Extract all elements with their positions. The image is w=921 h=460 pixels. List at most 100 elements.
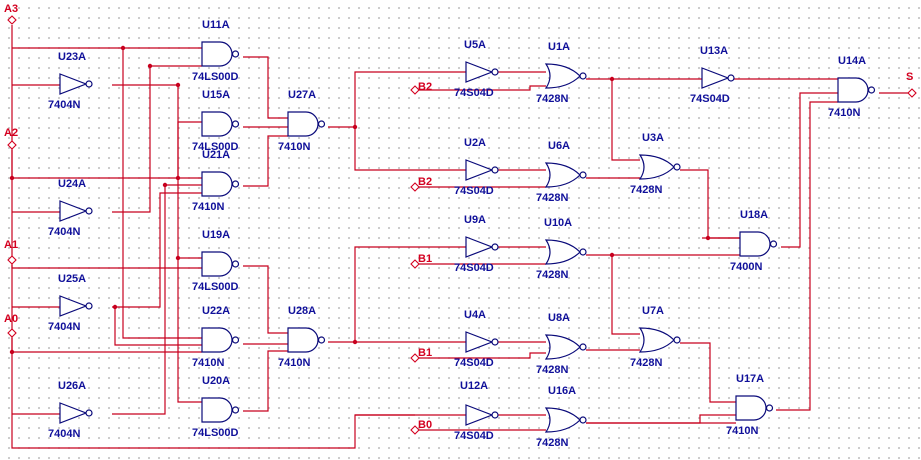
gate-part-label: 74S04D	[454, 262, 494, 274]
gate-part-label: 74LS00D	[192, 141, 239, 153]
gate-u19a[interactable]: U19A 74LS00D	[192, 229, 240, 293]
gate-part-label: 7404N	[48, 321, 80, 333]
gate-part-label: 7410N	[278, 357, 310, 369]
svg-text:A2: A2	[4, 127, 18, 139]
gate-ref-label: U24A	[58, 178, 86, 190]
input-port-a2[interactable]: A2	[4, 127, 18, 150]
gate-part-label: 74S04D	[690, 93, 730, 105]
gate-part-label: 7428N	[536, 93, 568, 105]
gate-ref-label: U25A	[58, 273, 86, 285]
gate-ref-label: U19A	[202, 229, 230, 241]
gate-ref-label: U7A	[642, 305, 664, 317]
gate-u14a[interactable]: U14A 7410N	[828, 55, 876, 119]
gate-part-label: 7410N	[726, 425, 758, 437]
gate-part-label: 7400N	[730, 261, 762, 273]
gate-u3a[interactable]: U3A 7428N	[630, 132, 681, 196]
gate-part-label: 7410N	[192, 357, 224, 369]
svg-text:A0: A0	[4, 313, 18, 325]
gate-ref-label: U17A	[736, 373, 764, 385]
gate-u18a[interactable]: U18A 7400N	[730, 209, 778, 273]
gate-part-label: 7428N	[630, 184, 662, 196]
gate-ref-label: U12A	[460, 380, 488, 392]
gate-ref-label: U14A	[838, 55, 866, 67]
gate-ref-label: U23A	[58, 51, 86, 63]
input-port-a3[interactable]: A3	[4, 3, 18, 25]
gate-part-label: 74S04D	[454, 430, 494, 442]
gate-ref-label: U27A	[288, 89, 316, 101]
gate-ref-label: U2A	[464, 137, 486, 149]
input-port-b2-upper[interactable]: B2	[410, 81, 432, 95]
gate-part-label: 7428N	[536, 364, 568, 376]
gate-ref-label: U4A	[464, 309, 486, 321]
gate-u5a[interactable]: U5A 74S04D	[454, 39, 499, 99]
gate-ref-label: U16A	[548, 385, 576, 397]
gate-u8a[interactable]: U8A 7428N	[536, 312, 587, 376]
gate-ref-label: U8A	[548, 312, 570, 324]
gate-u1a[interactable]: U1A 7428N	[536, 41, 587, 105]
gate-part-label: 74S04D	[454, 87, 494, 99]
gate-u9a[interactable]: U9A 74S04D	[454, 214, 499, 274]
gate-part-label: 74LS00D	[192, 427, 239, 439]
gate-u25a[interactable]: U25A 7404N	[48, 273, 93, 333]
gate-u21a[interactable]: U21A 7410N	[192, 149, 240, 213]
gate-u16a[interactable]: U16A 7428N	[536, 385, 587, 449]
gate-part-label: 7410N	[278, 141, 310, 153]
gate-u15a[interactable]: U15A 74LS00D	[192, 89, 240, 153]
gate-ref-label: U3A	[642, 132, 664, 144]
input-port-b1-lower[interactable]: B1	[410, 347, 432, 363]
svg-text:A3: A3	[4, 3, 18, 15]
gate-part-label: 74LS00D	[192, 281, 239, 293]
gate-u20a[interactable]: U20A 74LS00D	[192, 375, 240, 439]
gate-ref-label: U1A	[548, 41, 570, 53]
gate-part-label: 74S04D	[454, 357, 494, 369]
gate-ref-label: U18A	[740, 209, 768, 221]
gate-u4a[interactable]: U4A 74S04D	[454, 309, 499, 369]
junctions	[9, 45, 711, 355]
gate-part-label: 7410N	[192, 201, 224, 213]
input-port-b0[interactable]: B0	[410, 419, 432, 435]
gate-ref-label: U20A	[202, 375, 230, 387]
svg-text:B2: B2	[418, 81, 432, 93]
svg-text:S: S	[906, 71, 913, 83]
gate-ref-label: U9A	[464, 214, 486, 226]
output-port-s[interactable]: S	[906, 71, 917, 98]
svg-text:A1: A1	[4, 239, 18, 251]
input-port-b1-upper[interactable]: B1	[410, 253, 432, 269]
gate-part-label: 7410N	[828, 107, 860, 119]
gate-part-label: 7404N	[48, 99, 80, 111]
gate-ref-label: U15A	[202, 89, 230, 101]
gate-u11a[interactable]: U11A 74LS00D	[192, 19, 240, 83]
gate-u27a[interactable]: U27A 7410N	[278, 89, 326, 153]
gate-u2a[interactable]: U2A 74S04D	[454, 137, 499, 197]
gate-u12a[interactable]: U12A 74S04D	[454, 380, 499, 442]
input-port-b2-lower[interactable]: B2	[410, 176, 432, 192]
input-port-a0[interactable]: A0	[4, 313, 18, 338]
gate-ref-label: U21A	[202, 149, 230, 161]
gate-part-label: 74LS00D	[192, 71, 239, 83]
svg-text:B1: B1	[418, 253, 432, 265]
gate-u28a[interactable]: U28A 7410N	[278, 305, 326, 369]
gate-ref-label: U28A	[288, 305, 316, 317]
gate-u24a[interactable]: U24A 7404N	[48, 178, 93, 238]
gate-u13a[interactable]: U13A 74S04D	[690, 45, 735, 105]
svg-text:B2: B2	[418, 176, 432, 188]
input-port-a1[interactable]: A1	[4, 239, 18, 265]
gate-part-label: 7428N	[536, 437, 568, 449]
gate-u23a[interactable]: U23A 7404N	[48, 51, 93, 111]
gate-ref-label: U13A	[700, 45, 728, 57]
gate-part-label: 74S04D	[454, 185, 494, 197]
gate-ref-label: U5A	[464, 39, 486, 51]
svg-text:B0: B0	[418, 419, 432, 431]
gate-part-label: 7404N	[48, 226, 80, 238]
gate-ref-label: U26A	[58, 380, 86, 392]
gate-ref-label: U6A	[548, 140, 570, 152]
gate-u17a[interactable]: U17A 7410N	[726, 373, 774, 437]
gate-ref-label: U11A	[202, 19, 230, 31]
